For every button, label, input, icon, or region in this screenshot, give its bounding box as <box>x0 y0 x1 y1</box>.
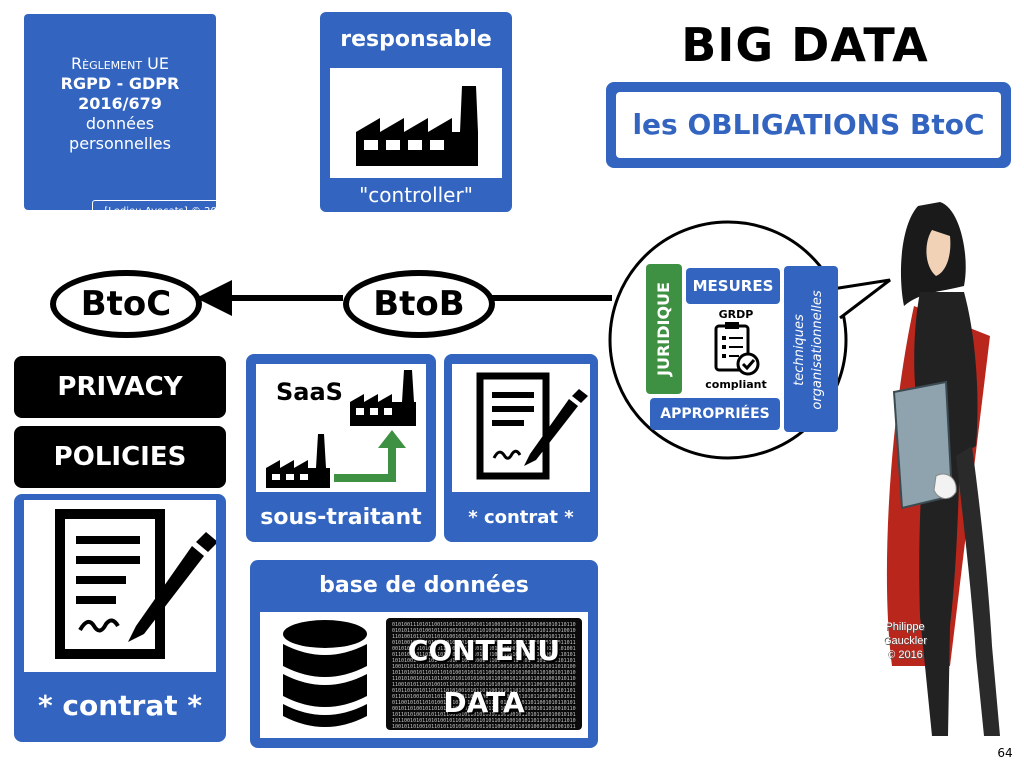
database-icon <box>283 620 367 727</box>
green-arrow <box>334 446 396 482</box>
subcontractor-panel: SaaS <box>256 364 426 492</box>
page-number: 64 <box>997 746 1013 760</box>
checklist-icon <box>714 322 760 376</box>
grdp-label: GRDP <box>718 308 754 321</box>
credit-year: © 2016 <box>887 649 923 661</box>
page-title: BIG DATA <box>681 18 929 72</box>
gdpr-regulation-label: Règlement UE <box>71 54 169 73</box>
page-subtitle: les OBLIGATIONS BtoC <box>616 92 1001 158</box>
database-title: base de données <box>319 573 529 598</box>
subcontractor-contract-box: * contrat * <box>444 354 598 542</box>
gdpr-number: 2016/679 <box>78 94 162 113</box>
compliant-label: compliant <box>705 378 767 391</box>
gdpr-acronym: RGPD - GDPR <box>60 74 180 93</box>
measures-diagram: JURIDIQUE MESURES GRDP compliant APPROPR… <box>646 264 840 434</box>
gdpr-info-box: Règlement UE RGPD - GDPR 2016/679 donnée… <box>24 14 242 224</box>
factory-panel <box>330 68 502 178</box>
data-word: DATA <box>443 686 525 719</box>
controller-title: responsable <box>340 27 492 52</box>
content-word: CONTENU <box>407 634 561 667</box>
factories-icon <box>266 370 416 488</box>
legal-label: JURIDIQUE <box>654 282 673 376</box>
privacy-contract-label: * contrat * <box>37 689 203 722</box>
factory-icon <box>356 86 478 166</box>
gdpr-data-word: données <box>85 114 155 133</box>
signed-document-icon <box>476 372 588 480</box>
subcontractor-contract-label: * contrat * <box>468 507 574 528</box>
measures-label: MESURES <box>686 268 780 304</box>
privacy-label: PRIVACY <box>14 356 226 418</box>
subcontractor-label: sous-traitant <box>260 505 422 530</box>
illustration-credit: Philippe Gauckler © 2016 <box>868 620 942 662</box>
contract-panel <box>24 500 218 672</box>
gdpr-text: Règlement UE RGPD - GDPR 2016/679 donnée… <box>24 54 216 154</box>
signed-document-icon <box>55 509 218 659</box>
gdpr-credit: [Ledieu-Avocats] © 2019 <box>92 200 242 224</box>
subcontractor-box: SaaS sous-traitant <box>246 354 436 542</box>
controller-box: responsable "controller" <box>320 12 512 212</box>
legal-box: JURIDIQUE <box>646 264 682 394</box>
technical-label: techniques organisationnelles <box>791 267 831 433</box>
database-box: base de données 010100111010110010101101… <box>250 560 598 748</box>
technical-box: techniques organisationnelles <box>784 266 838 432</box>
controller-subtitle: "controller" <box>359 183 473 207</box>
credit-last-name: Gauckler <box>882 635 928 647</box>
privacy-contract-box: * contrat * <box>14 494 226 742</box>
superheroine-illustration <box>886 202 1000 736</box>
gdpr-personal-word: personnelles <box>69 134 171 153</box>
organisational-word: organisationnelles <box>810 290 825 410</box>
credit-first-name: Philippe <box>885 621 925 633</box>
policies-label: POLICIES <box>14 426 226 488</box>
binary-pattern: 0101001110101100101011010100101101001011… <box>392 622 576 730</box>
saas-label: SaaS <box>276 378 343 406</box>
appropriate-label: APPROPRIÉES <box>650 398 780 430</box>
technical-word: techniques <box>792 314 807 386</box>
binary-data-panel: 0101001110101100101011010100101101001011… <box>386 618 582 730</box>
btoc-oval: BtoC <box>50 270 202 338</box>
database-panel: 0101001110101100101011010100101101001011… <box>260 612 588 738</box>
btob-oval: BtoB <box>343 270 495 338</box>
contract-panel <box>452 364 590 492</box>
flow-arrowhead <box>196 280 232 316</box>
subtitle-box: les OBLIGATIONS BtoC <box>606 82 1011 168</box>
